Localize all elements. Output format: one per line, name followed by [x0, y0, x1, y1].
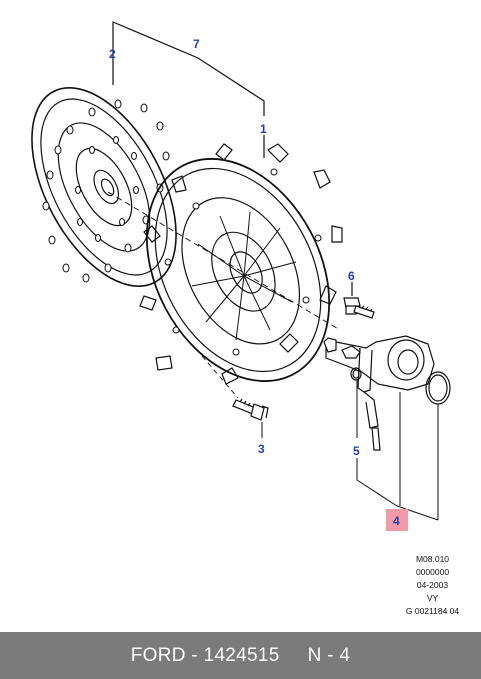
clutch-disc-rivets	[42, 99, 170, 283]
reference-line-4: VY	[426, 593, 439, 603]
footer-brand: FORD	[130, 644, 186, 666]
part-footer-bar: FORD - 1424515 N - 4	[0, 632, 481, 679]
callout-4: 4	[393, 514, 400, 528]
bracket-4-5	[356, 380, 439, 521]
reference-line-5: G 0021184 04	[405, 606, 460, 616]
diaphragm-spring-fingers	[191, 211, 297, 341]
footer-gap	[280, 645, 308, 667]
callout-3: 3	[258, 442, 265, 456]
slave-cylinder	[323, 335, 435, 451]
bracket-7	[112, 21, 265, 116]
assembly-axis	[107, 191, 341, 331]
bolt-part-3	[201, 355, 269, 421]
footer-separator: -	[185, 644, 204, 666]
callout-7: 7	[193, 37, 200, 51]
callout-1: 1	[260, 122, 267, 136]
callout-2: 2	[109, 47, 116, 61]
pressure-plate	[145, 158, 331, 382]
drawing-reference-block: M08.010 0000000 04-2003 VY G 0021184 04	[390, 553, 475, 618]
reference-line-2: 0000000	[415, 567, 450, 577]
bolt-part-6	[343, 282, 375, 319]
clutch-disc	[31, 87, 177, 287]
footer-position: N - 4	[307, 644, 351, 666]
callout-6: 6	[348, 269, 355, 283]
callout-4-highlight	[386, 509, 408, 531]
footer-part-number: 1424515	[203, 644, 280, 666]
reference-line-1: M08.010	[415, 554, 450, 564]
callout-5: 5	[353, 444, 360, 458]
reference-line-3: 04-2003	[416, 580, 449, 590]
clutch-exploded-diagram: 7 2 1 6 5 3 4	[31, 21, 451, 531]
